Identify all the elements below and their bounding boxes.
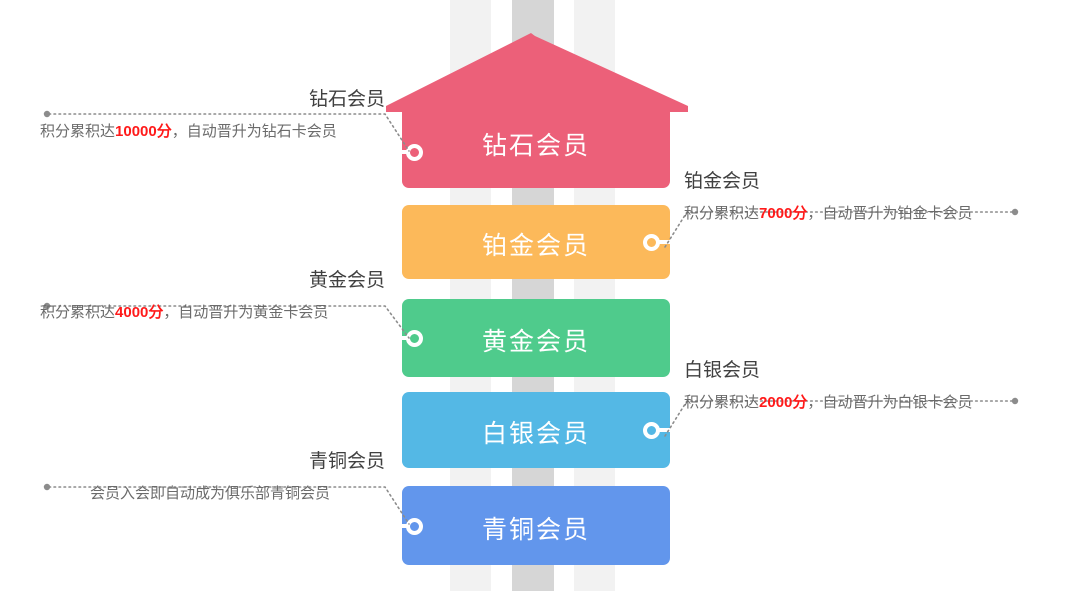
tier-diamond-label: 钻石会员 bbox=[481, 132, 590, 160]
annotation-silver-body-prefix: 积分累积达 bbox=[684, 394, 760, 411]
annotation-gold-body-suffix: ，自动晋升为黄金卡会员 bbox=[163, 304, 329, 321]
annotation-bronze-body-suffix: 会员入会即自动成为俱乐部青铜会员 bbox=[89, 485, 330, 502]
tier-silver[interactable]: 白银会员 bbox=[402, 392, 676, 468]
tier-silver-connector-ring bbox=[643, 422, 660, 439]
tier-silver-label: 白银会员 bbox=[481, 420, 590, 448]
annotation-platinum-title: 铂金会员 bbox=[684, 171, 761, 192]
tier-bronze-label: 青铜会员 bbox=[481, 516, 590, 544]
annotation-platinum-points: 7000分 bbox=[759, 205, 808, 222]
annotation-gold-title: 黄金会员 bbox=[308, 270, 385, 291]
annotation-bronze-title: 青铜会员 bbox=[308, 451, 385, 472]
annotation-platinum-body-suffix: ，自动晋升为铂金卡会员 bbox=[807, 205, 973, 222]
annotation-silver-body-suffix: ，自动晋升为白银卡会员 bbox=[807, 394, 973, 411]
annotation-bronze: 青铜会员 会员入会即自动成为俱乐部青铜会员 bbox=[40, 446, 385, 507]
leader-line-bronze bbox=[43, 483, 410, 525]
leader-line-platinum bbox=[664, 208, 1019, 248]
annotation-diamond-title: 钻石会员 bbox=[308, 89, 385, 110]
tier-diamond-connector-stem bbox=[393, 150, 409, 154]
annotation-diamond-points: 10000分 bbox=[115, 123, 172, 140]
tier-diamond-connector-ring bbox=[406, 144, 423, 161]
tier-gold[interactable]: 黄金会员 bbox=[393, 299, 670, 377]
annotation-gold-points: 4000分 bbox=[115, 304, 164, 321]
tier-gold-connector-ring bbox=[406, 330, 423, 347]
annotation-silver-body: 积分累积达2000分，自动晋升为白银卡会员 bbox=[684, 389, 1009, 416]
leader-line-gold bbox=[43, 302, 410, 339]
tier-diamond[interactable]: 钻石会员 bbox=[393, 104, 670, 188]
tier-silver-connector-stem bbox=[656, 428, 676, 432]
annotation-diamond: 钻石会员 积分累积达10000分，自动晋升为钻石卡会员 bbox=[40, 84, 385, 145]
annotation-silver-title: 白银会员 bbox=[684, 360, 761, 381]
leader-line-diamond bbox=[43, 110, 410, 152]
tier-platinum-connector-stem bbox=[656, 240, 676, 244]
annotation-silver: 白银会员 积分累积达2000分，自动晋升为白银卡会员 bbox=[684, 355, 1014, 416]
tier-gold-label: 黄金会员 bbox=[481, 328, 590, 356]
annotation-platinum-body: 积分累积达7000分，自动晋升为铂金卡会员 bbox=[684, 200, 1042, 227]
annotation-silver-points: 2000分 bbox=[759, 394, 808, 411]
tier-bronze[interactable]: 青铜会员 bbox=[393, 486, 670, 565]
tier-platinum-connector-ring bbox=[643, 234, 660, 251]
annotation-diamond-body: 积分累积达10000分，自动晋升为钻石卡会员 bbox=[40, 118, 375, 145]
leader-line-silver bbox=[664, 397, 1019, 437]
annotation-gold-body-prefix: 积分累积达 bbox=[40, 304, 116, 321]
tier-platinum-label: 铂金会员 bbox=[481, 232, 590, 260]
annotation-diamond-body-prefix: 积分累积达 bbox=[40, 123, 116, 140]
arrow-roof-icon bbox=[386, 33, 688, 112]
annotation-diamond-body-suffix: ，自动晋升为钻石卡会员 bbox=[171, 123, 337, 140]
annotation-platinum-body-prefix: 积分累积达 bbox=[684, 205, 760, 222]
tier-bronze-connector-stem bbox=[393, 524, 409, 528]
annotation-gold: 黄金会员 积分累积达4000分，自动晋升为黄金卡会员 bbox=[40, 265, 385, 326]
annotation-bronze-body: 会员入会即自动成为俱乐部青铜会员 bbox=[40, 480, 380, 507]
annotation-gold-body: 积分累积达4000分，自动晋升为黄金卡会员 bbox=[40, 299, 375, 326]
annotation-platinum: 铂金会员 积分累积达7000分，自动晋升为铂金卡会员 bbox=[684, 166, 1044, 227]
tier-bronze-connector-ring bbox=[406, 518, 423, 535]
tier-platinum[interactable]: 铂金会员 bbox=[402, 205, 676, 279]
tier-gold-connector-stem bbox=[393, 336, 409, 340]
